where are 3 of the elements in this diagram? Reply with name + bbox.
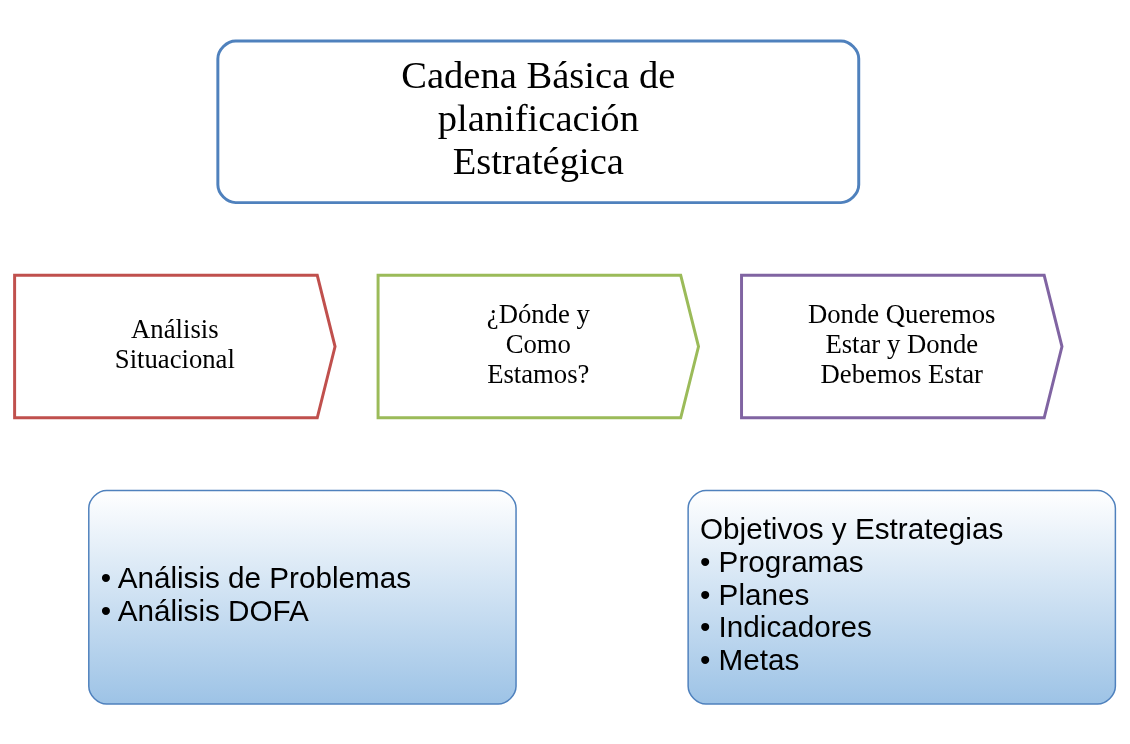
node-box: Objetivos y Estrategias • Programas • Planes • Indicadores • Metas bbox=[687, 489, 1117, 705]
node-box: Cadena Básica de planificación Estratégica bbox=[216, 38, 861, 204]
node-box: • Análisis de Problemas • Análisis DOFA bbox=[88, 489, 517, 705]
